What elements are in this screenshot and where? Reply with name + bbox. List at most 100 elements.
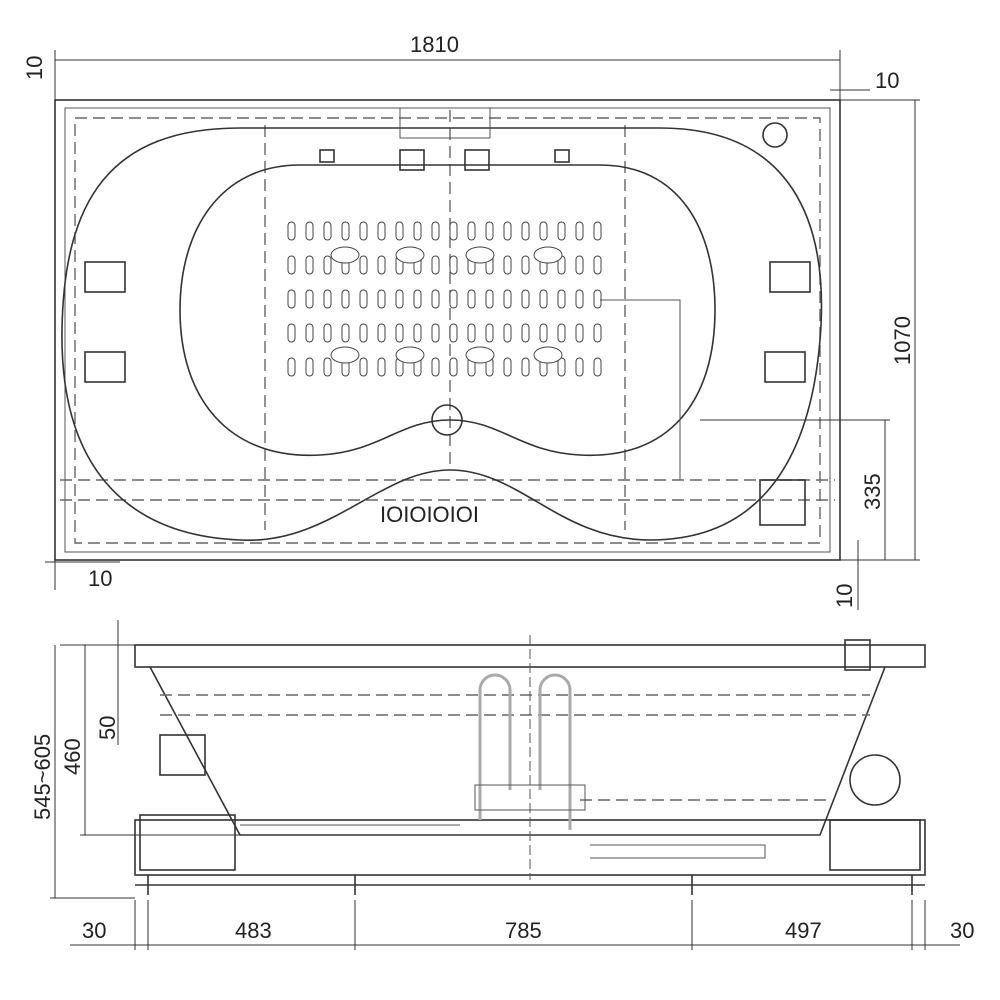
air-jet	[413, 221, 422, 241]
hydro-jet	[465, 346, 495, 364]
air-jet	[593, 323, 602, 343]
air-jet	[431, 289, 440, 309]
hydro-jet	[465, 246, 495, 264]
air-jet	[359, 357, 368, 377]
air-jet	[305, 323, 314, 343]
top-right-offset: 10	[875, 68, 899, 93]
air-jet	[287, 323, 296, 343]
air-jet	[431, 323, 440, 343]
air-jet	[377, 357, 386, 377]
air-jet	[503, 323, 512, 343]
air-jet	[485, 323, 494, 343]
side-jet-icon	[159, 734, 206, 776]
air-jet	[395, 221, 404, 241]
air-jet	[377, 289, 386, 309]
air-jet	[449, 255, 458, 275]
right-margin-dimension: 30	[950, 918, 974, 943]
air-jet	[395, 289, 404, 309]
air-jet	[593, 357, 602, 377]
air-jet	[521, 255, 530, 275]
air-jet	[377, 255, 386, 275]
air-jet	[593, 289, 602, 309]
left-margin-dimension: 30	[82, 918, 106, 943]
air-jet	[539, 323, 548, 343]
rim-dimension: 50	[95, 716, 120, 740]
air-jet	[431, 255, 440, 275]
air-jet	[557, 289, 566, 309]
pump-box	[759, 479, 806, 526]
hydro-jet	[395, 346, 425, 364]
air-jet	[305, 221, 314, 241]
air-jet	[449, 221, 458, 241]
air-jet	[539, 221, 548, 241]
pillow-marking: IOIOIOIOI	[380, 502, 479, 527]
segment3-dimension: 497	[785, 918, 822, 943]
air-jet	[395, 323, 404, 343]
air-jet	[413, 323, 422, 343]
air-jet	[359, 289, 368, 309]
outer-frame	[54, 99, 841, 561]
air-jet	[557, 221, 566, 241]
bottom-left-offset: 10	[88, 566, 112, 591]
air-jet	[575, 255, 584, 275]
air-jet	[557, 323, 566, 343]
air-jet	[413, 289, 422, 309]
air-jet	[359, 255, 368, 275]
valve-icon	[762, 122, 788, 148]
air-jet	[485, 221, 494, 241]
air-jet	[323, 221, 332, 241]
depth-dimension: 1070	[890, 316, 915, 365]
air-jet	[557, 357, 566, 377]
segment2-dimension: 785	[505, 918, 542, 943]
faucet-icon	[844, 639, 871, 671]
air-jet	[323, 255, 332, 275]
air-jet	[449, 289, 458, 309]
air-jet	[521, 221, 530, 241]
side-view: 545~605 460 50 30 483 785 497 30	[30, 620, 974, 950]
air-jet	[503, 289, 512, 309]
air-jet	[485, 289, 494, 309]
drain-offset-dimension: 335	[860, 473, 885, 510]
air-jet	[287, 255, 296, 275]
air-jet	[341, 289, 350, 309]
air-jet	[593, 221, 602, 241]
air-jet	[323, 357, 332, 377]
air-jet	[503, 221, 512, 241]
air-jet	[575, 221, 584, 241]
air-jet	[305, 357, 314, 377]
air-jet	[431, 221, 440, 241]
air-jet	[521, 323, 530, 343]
air-jet	[575, 323, 584, 343]
air-jet	[467, 289, 476, 309]
air-jet	[359, 221, 368, 241]
air-jet	[305, 289, 314, 309]
segment1-dimension: 483	[235, 918, 272, 943]
pump-motor-icon	[849, 754, 901, 806]
air-jet	[287, 357, 296, 377]
tub-basin-outline	[179, 164, 716, 457]
air-jet	[575, 289, 584, 309]
drain-icon	[431, 404, 463, 436]
air-jet	[575, 357, 584, 377]
tub-rim-outline	[61, 127, 823, 541]
air-jet	[377, 323, 386, 343]
air-jet	[539, 289, 548, 309]
air-jet	[287, 221, 296, 241]
top-view: IOIOIOIOI 1810 10 10 1070 335 10 10	[22, 32, 920, 610]
top-left-offset: 10	[22, 56, 47, 80]
hydro-jet	[533, 246, 563, 264]
air-jet	[467, 323, 476, 343]
air-jet	[593, 255, 602, 275]
air-jet-grid	[287, 221, 602, 377]
air-jet	[521, 357, 530, 377]
air-jet	[503, 255, 512, 275]
air-jet	[305, 255, 314, 275]
hydro-jet	[330, 246, 360, 264]
tub-height-dimension: 460	[60, 738, 85, 775]
air-jet	[323, 289, 332, 309]
bottom-right-offset: 10	[832, 584, 857, 608]
air-jet	[521, 289, 530, 309]
hydro-jet	[533, 346, 563, 364]
air-jet	[287, 289, 296, 309]
